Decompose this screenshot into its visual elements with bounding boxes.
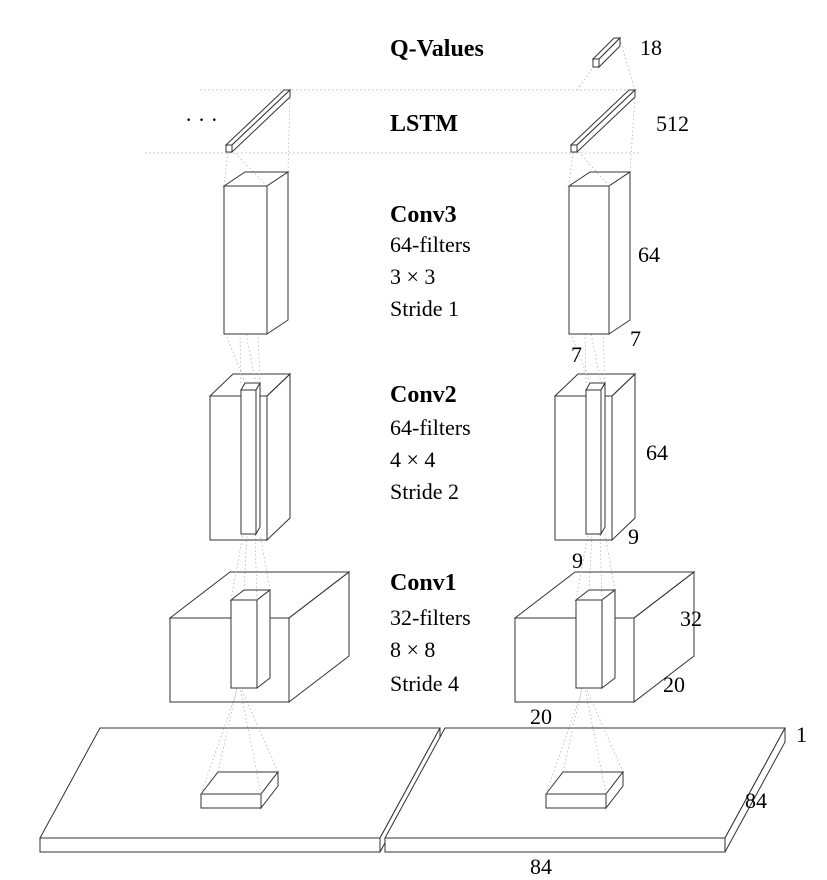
conv1-height: 20 — [530, 704, 552, 729]
conv1-depth: 32 — [680, 606, 702, 631]
conv1-title: Conv1 — [390, 570, 457, 596]
input-height: 84 — [530, 854, 552, 879]
qvalues-size: 18 — [640, 35, 662, 60]
conv3-volume-left — [222, 171, 290, 335]
conv3-depth: 64 — [638, 242, 660, 267]
lstm-guide-lines — [145, 89, 640, 154]
conv3-height: 7 — [571, 342, 582, 367]
lstm-title: LSTM — [390, 111, 458, 137]
qvalues-title: Q-Values — [390, 36, 484, 62]
conv1-width: 20 — [663, 672, 685, 697]
qvalues-output-right — [591, 36, 622, 69]
conv3-kernel: 3 × 3 — [390, 264, 435, 289]
conv3-filters: 64-filters — [390, 232, 471, 257]
lstm-cell-left — [224, 88, 292, 154]
conv3-title: Conv3 — [390, 202, 457, 228]
conv2-kernel: 4 × 4 — [390, 447, 435, 472]
conv3-to-lstm-guides — [223, 95, 636, 187]
input-receptive-field-left — [199, 770, 280, 810]
lstm-ellipsis: · · · — [185, 107, 218, 132]
conv2-height: 9 — [572, 548, 583, 573]
conv3-volume-right — [567, 171, 632, 335]
conv2-depth: 64 — [646, 440, 668, 465]
conv2-volume-left — [208, 372, 292, 542]
conv2-title: Conv2 — [390, 382, 457, 408]
conv2-width: 9 — [628, 524, 639, 549]
conv2-filters: 64-filters — [390, 415, 471, 440]
input-width: 84 — [745, 788, 767, 813]
conv1-filters: 32-filters — [390, 605, 471, 630]
conv2-to-conv3-guides — [225, 333, 606, 384]
conv3-width: 7 — [630, 326, 641, 351]
input-plane-right — [384, 727, 786, 853]
input-depth: 1 — [796, 722, 807, 747]
conv1-volume-left — [168, 570, 351, 704]
conv1-stride: Stride 4 — [390, 671, 459, 696]
lstm-to-qvalues-guides — [576, 39, 636, 91]
conv1-volume-right — [513, 570, 696, 704]
conv1-to-conv2-guides — [230, 533, 616, 601]
lstm-cell-right — [569, 88, 637, 154]
input-receptive-field-right — [544, 770, 625, 810]
lstm-size: 512 — [656, 111, 689, 136]
conv1-kernel: 8 × 8 — [390, 637, 435, 662]
conv2-stride: Stride 2 — [390, 479, 459, 504]
conv2-volume-right — [553, 372, 637, 542]
conv3-stride: Stride 1 — [390, 296, 459, 321]
